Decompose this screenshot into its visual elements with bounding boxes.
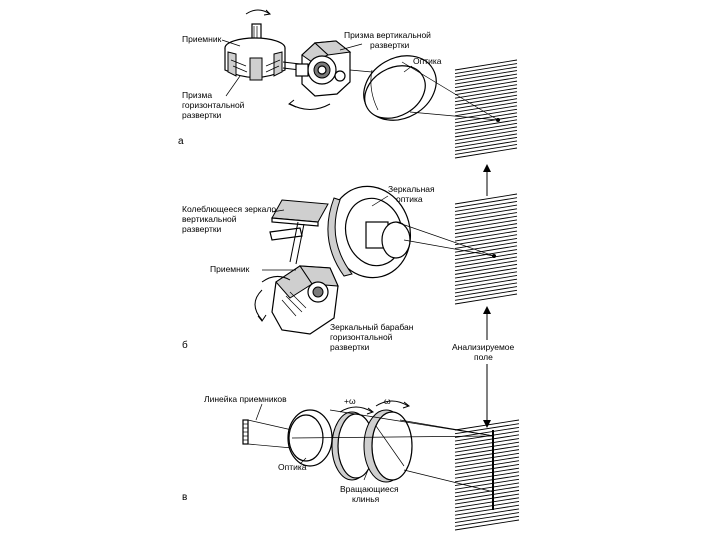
panel-letter-a: а [178,136,184,147]
oscillating-mirror-label-b-2: вертикальной [182,214,237,224]
oscillating-mirror-b [270,200,328,264]
oscillating-mirror-label-b-1: Колеблющееся зеркало [182,204,276,214]
field-label-2: поле [474,352,493,362]
rotation-mark-1: +ω [344,396,356,406]
leader-horizontal-prism-a [226,76,240,96]
mirror-optics-label-b-1: Зеркальная [388,184,435,194]
panel-a: Приемник Призма вертикальной развертки О… [178,10,517,158]
horizontal-prism-label-a-1: Призма [182,90,212,100]
wedges-label-c-2: клинья [352,494,380,504]
mirror-drum-label-b-2: горизонтальной [330,332,393,342]
receiver-label-a: Приемник [182,34,222,44]
mirror-drum-b [272,266,338,334]
panel-c: Линейка приемников Оптика Вращающиеся кл… [182,394,519,530]
rotation-mark-2: ω [384,396,391,406]
receiver-label-b: Приемник [210,264,250,274]
panel-letter-c: в [182,492,187,503]
horizontal-prism-label-a-2: горизонтальной [182,100,245,110]
optics-label-a: Оптика [413,56,442,66]
leader-receiver-array-c [256,404,262,420]
optics-label-c: Оптика [278,462,307,472]
mirror-drum-label-b-3: развертки [330,342,370,352]
receiver-post-a [246,10,270,42]
mirror-optics-label-b-2: оптика [396,194,423,204]
receiver-array-c [243,420,292,448]
vertical-prism-label-a-1: Призма вертикальной [344,30,431,40]
rotation-arrow-b-left [255,290,262,320]
oscillating-mirror-label-b-3: развертки [182,224,222,234]
field-label-1: Анализируемое [452,342,515,352]
analyzed-field-b [455,194,517,304]
receiver-array-label-c: Линейка приемников [204,394,287,404]
panel-b: Зеркальная оптика Колеблющееся зеркало в… [182,177,517,352]
panel-letter-b: б [182,339,188,351]
rays-b [396,222,496,258]
mirror-drum-label-b-1: Зеркальный барабан [330,322,414,332]
analyzed-field-a [455,60,517,158]
vertical-prism-label-a-2: развертки [370,40,410,50]
horizontal-prism-label-a-3: развертки [182,110,222,120]
wedges-label-c-1: Вращающиеся [340,484,399,494]
